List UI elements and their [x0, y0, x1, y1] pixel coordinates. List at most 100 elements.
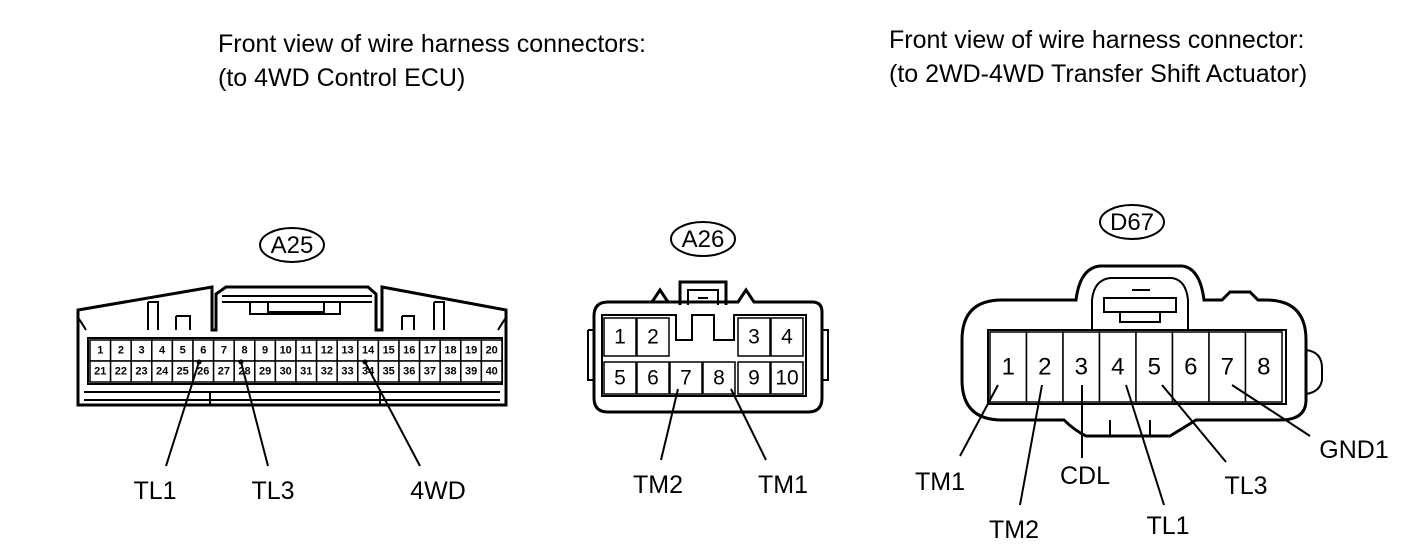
a25-pin-16: 16 — [403, 345, 415, 357]
a26-pin-4: 4 — [781, 326, 793, 349]
connector-d67-label-tl1: TL1 — [1146, 512, 1189, 540]
a26-pin-7-cavity — [669, 361, 703, 395]
d67-pin-1: 1 — [1002, 354, 1015, 381]
a25-pin-25: 25 — [177, 366, 189, 378]
a25-pin-12: 12 — [321, 345, 333, 357]
a25-pin-8: 8 — [241, 345, 247, 357]
a26-pin-10-cavity — [770, 361, 804, 395]
d67-pin-6-cavity — [1171, 331, 1210, 403]
a25-pin-30: 30 — [280, 366, 292, 378]
connector-a25-4wd-dot — [362, 359, 368, 365]
a25-pin-37: 37 — [424, 366, 436, 378]
a25-pin-11: 11 — [300, 345, 312, 357]
connector-a26-side-lugs — [587, 329, 829, 381]
a25-pin-38: 38 — [444, 366, 456, 378]
connector-d67-tag: D67 — [1110, 209, 1154, 236]
a25-pin-35: 35 — [383, 366, 395, 378]
a26-pin-4-cavity — [770, 317, 804, 357]
connector-d67-right-lug — [1305, 349, 1323, 395]
a26-pin-2-cavity — [636, 317, 670, 357]
a25-pin-23: 23 — [135, 366, 147, 378]
a25-pin-29: 29 — [259, 366, 271, 378]
a26-pin-6-cavity — [636, 361, 670, 395]
a25-pin-28: 28 — [238, 366, 250, 378]
connector-a26-tm1-leader — [730, 388, 767, 461]
connector-d67-body — [960, 264, 1308, 438]
connector-a26-latch-inner — [687, 289, 719, 305]
a25-pin-40: 40 — [486, 366, 498, 378]
connector-a26-tag-outline — [670, 221, 736, 257]
a25-pin-36: 36 — [403, 366, 415, 378]
a25-pin-7: 7 — [221, 345, 227, 357]
a25-pin-6: 6 — [200, 345, 206, 357]
connector-a25-tl1-leader — [165, 361, 200, 467]
a26-pin-2: 2 — [647, 326, 659, 349]
connector-d67-label-gnd1: GND1 — [1319, 436, 1388, 464]
a26-pin-8: 8 — [713, 367, 725, 390]
connector-a25-4wd-leader — [364, 361, 421, 467]
connector-d67-tag-outline — [1099, 204, 1165, 240]
connector-d67-label-tl3: TL3 — [1224, 472, 1267, 500]
d67-pin-4: 4 — [1111, 354, 1124, 381]
ecu-heading-line1: Front view of wire harness connectors: — [218, 30, 646, 58]
connector-a26-tag: A26 — [682, 226, 725, 253]
connector-a25-body-edge — [77, 317, 507, 331]
connector-a25-label-tl3: TL3 — [251, 477, 294, 505]
d67-pin-6: 6 — [1184, 354, 1197, 381]
a25-pin-27: 27 — [218, 366, 230, 378]
a26-pin-8-cavity — [702, 361, 736, 395]
a25-pin-9: 9 — [262, 345, 268, 357]
a25-pin-15: 15 — [383, 345, 395, 357]
connector-d67-latch-inner — [1103, 289, 1177, 323]
connector-a26-tm2-leader — [660, 388, 679, 461]
connector-a26-cavity — [601, 314, 807, 397]
connector-d67-label-tm2: TM2 — [989, 516, 1039, 544]
a25-pin-39: 39 — [465, 366, 477, 378]
a25-pin-21: 21 — [94, 366, 106, 378]
a25-pin-26: 26 — [197, 366, 209, 378]
connector-d67-gnd1-leader — [1231, 384, 1311, 437]
a25-pin-20: 20 — [486, 345, 498, 357]
connector-d67-tl1-leader — [1125, 384, 1165, 506]
a26-pin-3: 3 — [748, 326, 760, 349]
d67-pin-4-cavity — [1098, 331, 1137, 403]
connector-a26-label-tm1: TM1 — [758, 471, 808, 499]
a25-pin-31: 31 — [300, 366, 312, 378]
d67-pin-5: 5 — [1148, 354, 1161, 381]
d67-pin-7: 7 — [1221, 354, 1234, 381]
connector-a25-rails — [84, 391, 500, 405]
d67-pin-2-cavity — [1025, 331, 1064, 403]
a26-pin-10: 10 — [775, 367, 798, 390]
a25-pin-19: 19 — [465, 345, 477, 357]
connector-a25-label-4wd: 4WD — [410, 477, 466, 505]
connector-d67-latch — [1091, 277, 1189, 330]
d67-pin-7-cavity — [1208, 331, 1247, 403]
a26-pin-1-cavity — [603, 317, 637, 357]
d67-pin-8-cavity — [1244, 331, 1283, 403]
a25-pin-18: 18 — [444, 345, 456, 357]
ecu-heading-line2: (to 4WD Control ECU) — [218, 64, 465, 92]
a25-pin-17: 17 — [424, 345, 436, 357]
connector-a26-label-tm2: TM2 — [633, 471, 683, 499]
a26-pin-5-cavity — [603, 361, 637, 395]
a25-pin-33: 33 — [341, 366, 353, 378]
a26-pin-7: 7 — [680, 367, 692, 390]
connector-d67-label-cdl: CDL — [1060, 462, 1110, 490]
d67-pin-3: 3 — [1075, 354, 1088, 381]
actuator-heading-line2: (to 2WD-4WD Transfer Shift Actuator) — [889, 60, 1307, 88]
connector-d67-cavity — [987, 329, 1287, 405]
connector-a25-latch-tab — [267, 301, 325, 313]
a25-pin-14: 14 — [362, 345, 375, 357]
actuator-heading-line1: Front view of wire harness connector: — [889, 26, 1304, 54]
a25-pin-13: 13 — [341, 345, 353, 357]
a26-pin-5: 5 — [614, 367, 626, 390]
connector-d67-tm2-leader — [1019, 384, 1043, 506]
connector-d67-label-tm1: TM1 — [915, 468, 965, 496]
